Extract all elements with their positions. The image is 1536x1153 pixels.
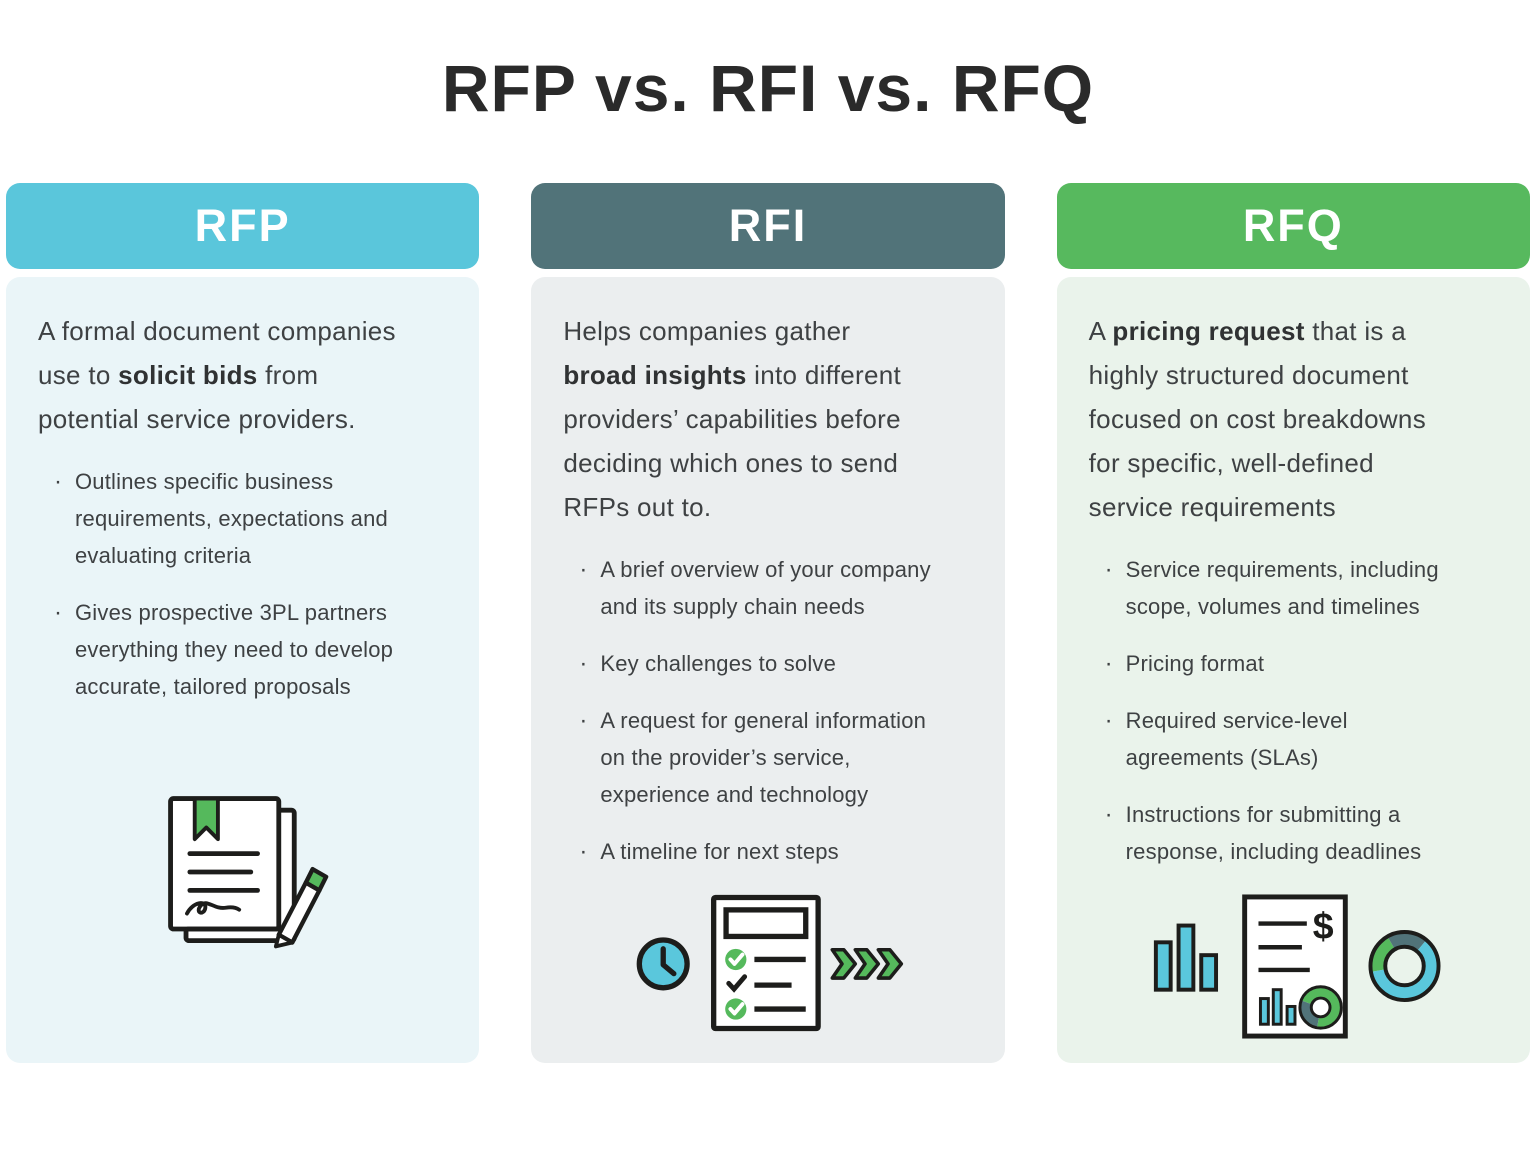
bullet-text: Pricing format [1125, 651, 1265, 676]
column-rfp: RFP A formal document companies use to so… [6, 183, 480, 1063]
bookmark-ribbon-icon [192, 796, 220, 842]
intro-line: A formal document companies [38, 316, 396, 346]
column-body-rfp: A formal document companies use to solici… [6, 277, 480, 1063]
bullet-marker: · [579, 707, 588, 734]
column-title: RFI [728, 200, 808, 251]
intro-text: Helps companies gather broad insights int… [563, 309, 974, 529]
bullet-marker: · [579, 650, 588, 677]
icon-area: $ [1089, 890, 1500, 1043]
column-body-rfi: Helps companies gather broad insights int… [531, 277, 1005, 1063]
column-title: RFP [194, 200, 291, 251]
column-header-rfp: RFP [6, 183, 480, 269]
bullet-marker: · [54, 599, 63, 626]
intro-line: focused on cost breakdowns [1088, 404, 1426, 434]
bar-chart-icon [1154, 923, 1219, 992]
intro-line: providers’ capabilities before [563, 404, 901, 434]
bullet-marker: · [579, 838, 588, 865]
column-header-rfq: RFQ [1056, 183, 1530, 269]
column-rfq: RFQ A pricing request that is a highly st… [1056, 183, 1530, 1063]
document [167, 796, 297, 944]
bullet-text: A timeline for next steps [600, 839, 839, 864]
bullet-marker: · [579, 556, 588, 583]
chevron-arrows-icon [830, 947, 904, 980]
intro-line: highly structured document [1088, 360, 1409, 390]
bullet-marker: · [1104, 801, 1113, 828]
intro-line: service requirements [1088, 492, 1336, 522]
intro-line: RFPs out to. [563, 492, 712, 522]
bullet-marker: · [54, 468, 63, 495]
checklist-icon [711, 894, 821, 1032]
comparison-columns: RFP A formal document companies use to so… [6, 183, 1530, 1063]
clock-icon [636, 937, 690, 991]
intro-line: broad insights into different [563, 360, 901, 390]
rfi-process-icons [636, 894, 904, 1032]
intro-line: deciding which ones to send [563, 448, 899, 478]
rfq-pricing-icons: $ [1154, 894, 1441, 1039]
signature-squiggle [184, 901, 241, 916]
bullet-text: Key challenges to solve [600, 651, 837, 676]
signed-document-pen-icon [167, 796, 328, 949]
column-header-rfi: RFI [531, 183, 1005, 269]
price-document-icon: $ [1242, 894, 1349, 1039]
column-title: RFQ [1242, 200, 1344, 251]
text-lines [187, 851, 260, 893]
intro-line: use to solicit bids from [38, 360, 319, 390]
intro-line: Helps companies gather [563, 316, 851, 346]
mini-bar-chart-icon [1259, 988, 1297, 1026]
list-item: · A timeline for next steps [563, 833, 974, 870]
dollar-sign: $ [1313, 904, 1334, 946]
bullet-marker: · [1104, 556, 1113, 583]
list-item: · Key challenges to solve [563, 645, 974, 682]
intro-text: A pricing request that is a highly struct… [1089, 309, 1500, 529]
column-body-rfq: A pricing request that is a highly struct… [1056, 277, 1530, 1063]
donut-chart-icon [1368, 929, 1441, 1003]
icon-area [38, 793, 449, 951]
bullet-marker: · [1104, 707, 1113, 734]
intro-line: A pricing request that is a [1088, 316, 1406, 346]
list-item: · Pricing format [1089, 645, 1500, 682]
icon-area [563, 890, 974, 1036]
bullet-marker: · [1104, 650, 1113, 677]
intro-line: for specific, well-defined [1088, 448, 1374, 478]
pen-icon [273, 866, 328, 949]
mini-donut-chart-icon [1298, 985, 1344, 1030]
intro-text: A formal document companies use to solici… [38, 309, 449, 441]
page-title: RFP vs. RFI vs. RFQ [441, 51, 1095, 125]
column-rfi: RFI Helps companies gather broad insights… [531, 183, 1005, 1063]
intro-line: potential service providers. [38, 404, 356, 434]
